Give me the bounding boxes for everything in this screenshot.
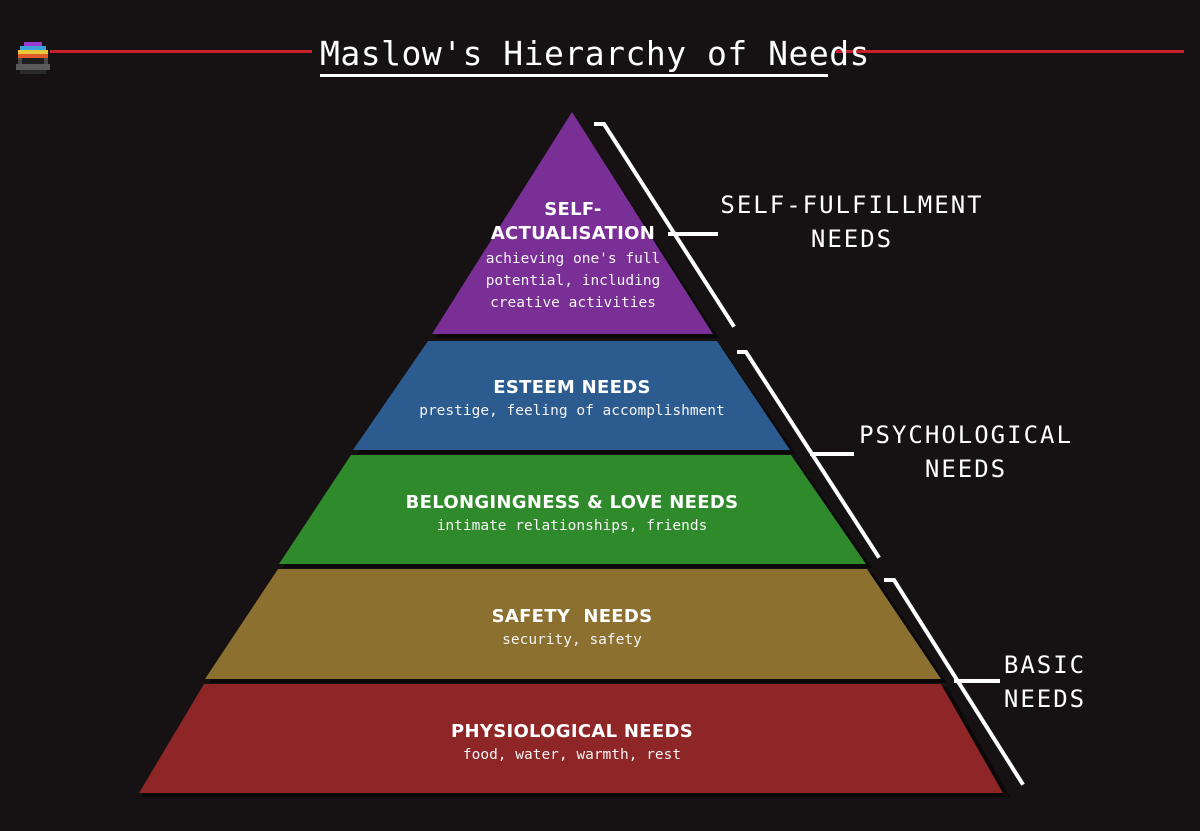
tier-description: achieving one's full [485,251,661,267]
tier-label-safety: SAFETY NEEDS security, safety [372,605,772,651]
tier-label-physiological: PHYSIOLOGICAL NEEDS food, water, warmth,… [372,720,772,766]
tier-title: ACTUALISATION [490,223,656,244]
group-label-line: SELF-FULFILLMENT [720,191,984,219]
tier-title: SELF- [544,199,602,220]
group-label-line: NEEDS [810,225,894,253]
tier-description: security, safety [502,632,642,648]
tier-description: intimate relationships, friends [436,518,708,534]
group-label-line: PSYCHOLOGICAL [859,421,1073,449]
tier-title: PHYSIOLOGICAL NEEDS [451,721,693,742]
tier-description: potential, including [485,273,661,289]
group-label-basic: BASIC NEEDS [990,648,1100,716]
tier-title: SAFETY NEEDS [491,606,653,627]
tier-title: BELONGINGNESS & LOVE NEEDS [405,492,739,513]
title-underline [320,74,828,77]
bracket-self-fulfillment [594,122,736,328]
title-right-rule [836,50,1184,53]
group-label-line: BASIC [1003,651,1087,679]
group-label-line: NEEDS [1003,685,1087,713]
tier-label-belonging: BELONGINGNESS & LOVE NEEDS intimate rela… [322,491,822,537]
tier-physiological [139,684,1003,793]
tier-safety [205,569,941,679]
bracket-psychological [737,350,881,559]
pixel-helmet-logo-icon [16,42,50,74]
group-label-psychological: PSYCHOLOGICAL NEEDS [836,418,1096,486]
tier-description: prestige, feeling of accomplishment [419,403,725,419]
title-left-rule [50,50,312,53]
group-label-line: NEEDS [924,455,1008,483]
tier-title: ESTEEM NEEDS [493,377,651,398]
tier-description: food, water, warmth, rest [462,747,682,763]
tier-description: creative activities [490,295,656,311]
tier-esteem [353,341,790,450]
tier-belonging [279,455,866,564]
tier-label-esteem: ESTEEM NEEDS prestige, feeling of accomp… [372,376,772,422]
group-label-self-fulfillment: SELF-FULFILLMENT NEEDS [702,188,1002,256]
tier-label-self-actualisation: SELF- ACTUALISATION achieving one's full… [476,198,670,314]
diagram-title: Maslow's Hierarchy of Needs [320,34,870,73]
tier-self-actualisation [432,112,713,334]
bracket-basic [884,578,1025,786]
